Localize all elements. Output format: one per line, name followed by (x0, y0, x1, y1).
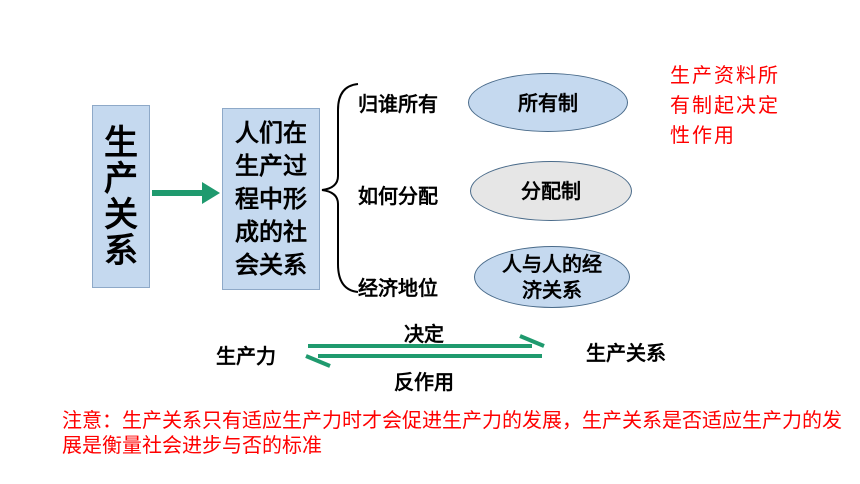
production-relation-label: 生产关系 (586, 341, 666, 365)
ellipse-ownership-system: 所有制 (468, 73, 628, 132)
ellipse-distribution-system: 分配制 (470, 161, 632, 221)
ellipse-economic-relation: 人与人的经济关系 (474, 246, 630, 308)
main-concept-box: 生产关系 (92, 105, 150, 288)
branch-label-status: 经济地位 (358, 276, 438, 300)
bottom-note: 注意：生产关系只有适应生产力时才会促进生产力的发展，生产关系是否适应生产力的发展… (62, 408, 842, 457)
main-concept-text: 生产关系 (104, 122, 138, 271)
definition-box: 人们在生产过程中形成的社会关系 (222, 108, 320, 290)
branch-label-distribution: 如何分配 (358, 184, 438, 208)
branch-brace (321, 83, 359, 293)
ellipse-distribution-text: 分配制 (521, 179, 581, 203)
definition-text: 人们在生产过程中形成的社会关系 (235, 118, 307, 279)
reaction-label: 反作用 (394, 370, 454, 394)
branch-label-ownership: 归谁所有 (358, 92, 438, 116)
main-to-definition-arrow (152, 182, 220, 204)
ellipse-economic-text: 人与人的经济关系 (502, 252, 602, 302)
decides-label: 决定 (404, 322, 444, 346)
mutual-arrows (305, 334, 545, 368)
side-note: 生产资料所有制起决定性作用 (670, 63, 780, 147)
ellipse-ownership-text: 所有制 (518, 90, 578, 115)
productivity-label: 生产力 (216, 344, 276, 368)
